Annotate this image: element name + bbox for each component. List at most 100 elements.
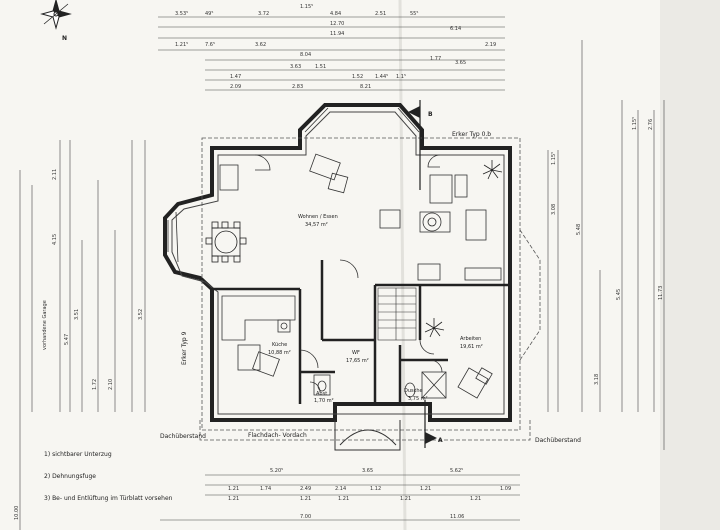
dining-table-icon — [205, 221, 247, 263]
section-marker-b: B — [408, 100, 433, 190]
dim-bottom-2-1: 1.21 — [228, 486, 239, 492]
dim-left-3: 5.47 — [64, 334, 70, 345]
dim-top-4-1: 8.04 — [300, 52, 311, 58]
dim-top-5-3: 1.51 — [315, 64, 326, 70]
dim-top-2-1: 12.70 — [330, 21, 344, 27]
dim-bottom-2-7: 1.09 — [500, 486, 511, 492]
room-wf-area: 17,65 m² — [346, 358, 369, 364]
room-kueche-name: Küche — [272, 342, 287, 348]
room-wf-name: WF — [352, 350, 360, 356]
section-marker-a: A — [424, 400, 443, 448]
dim-bottom-3-4: 1.21 — [400, 496, 411, 502]
plant-icon — [424, 160, 503, 338]
dim-bottom-2-6: 1.21 — [420, 486, 431, 492]
dim-top-1-6: 1.15⁵ — [300, 4, 313, 10]
dim-right-4: 1.15⁵ — [632, 117, 638, 130]
note-2: 2) Dehnungsfuge — [44, 473, 96, 480]
note-1: 1) sichtbarer Unterzug — [44, 451, 112, 458]
living-furniture — [219, 153, 502, 281]
top-dimension-text-row-3: 1.21⁵ 7.6⁵ 3.62 6.14 2.19 — [175, 26, 496, 48]
paper-edge — [660, 0, 720, 530]
dim-top-1-7: 55⁵ — [410, 11, 418, 17]
dim-left-8: 10.00 — [14, 506, 20, 520]
paper-fold — [398, 0, 407, 530]
dim-top-1-1: 3.53⁵ — [175, 11, 188, 17]
room-abst-area: 1,70 m² — [314, 398, 334, 404]
top-dimension-lines — [158, 16, 505, 91]
dim-top-3-5: 2.19 — [485, 42, 496, 48]
dim-top-1-5: 2.51 — [375, 11, 386, 17]
erker-b-label: Erker Typ 0.b — [452, 131, 491, 138]
compass-rose-icon — [40, 0, 72, 30]
dim-top-3-4: 6.14 — [450, 26, 461, 32]
dim-bottom-4-1: 7.00 — [300, 514, 311, 520]
bathroom-fixtures — [313, 371, 447, 399]
dim-top-5-6: 1.1⁵ — [396, 74, 406, 80]
top-dimension-text-row-4: 8.04 3.65 — [300, 52, 466, 66]
dim-top-5-4: 1.52 — [352, 74, 363, 80]
dim-left-4: 3.51 — [74, 309, 80, 320]
dim-top-5-2: 3.63 — [290, 64, 301, 70]
dim-bottom-1-1: 5.20⁵ — [270, 468, 283, 474]
section-b-label: B — [428, 111, 433, 118]
dim-top-5-5: 1.44⁵ — [375, 74, 388, 80]
office-desk — [457, 367, 493, 399]
dim-right-8: 11.73 — [658, 286, 664, 300]
room-wohnen-name: Wohnen / Essen — [298, 214, 338, 220]
dim-bottom-1-3: 5.62⁵ — [450, 468, 463, 474]
dim-left-6: 2.10 — [108, 379, 114, 390]
dim-right-7: 5.45 — [616, 289, 622, 300]
room-dusche-area: 3,75 m² — [408, 396, 428, 402]
bottom-dimension-lines — [160, 474, 520, 521]
section-a-label: A — [438, 437, 443, 444]
dim-left-7: 3.52 — [138, 309, 144, 320]
vordach-label: Flachdach- Vordach — [248, 432, 307, 439]
dim-left-2: 4.15 — [52, 234, 58, 245]
top-dimension-text-row-5: 1.47 3.63 1.51 1.52 1.44⁵ 1.1⁵ — [230, 64, 406, 80]
garage-label: vorhandene Garage — [42, 300, 48, 350]
room-kueche-area: 10,88 m² — [268, 350, 291, 356]
dim-bottom-2-2: 1.74 — [260, 486, 271, 492]
dim-top-6-4: 1.77 — [430, 56, 441, 62]
room-arbeiten-area: 19,61 m² — [460, 344, 483, 350]
dachueberstand-left-label: Dachüberstand — [160, 433, 206, 440]
dim-bottom-3-2: 1.21 — [300, 496, 311, 502]
dim-top-6-3: 8.21 — [360, 84, 371, 90]
dim-top-4-2: 3.65 — [455, 60, 466, 66]
dim-right-1: 1.15⁵ — [551, 152, 557, 165]
dim-top-6-1: 2.09 — [230, 84, 241, 90]
dim-left-1: 2.11 — [52, 169, 58, 180]
dim-right-3: 5.48 — [576, 224, 582, 235]
dim-bottom-1-2: 3.65 — [362, 468, 373, 474]
interior-walls — [212, 260, 510, 404]
top-dimension-text-row-6: 2.09 2.83 8.21 1.77 — [230, 56, 441, 90]
exterior-walls — [163, 103, 512, 422]
bay-windows — [167, 107, 420, 263]
north-label: N — [62, 35, 67, 42]
room-abst-name: Abst — [316, 391, 327, 397]
dim-top-6-2: 2.83 — [292, 84, 303, 90]
right-dimension-lines — [547, 40, 665, 450]
left-dimension-lines — [19, 140, 146, 530]
fireplace-icon — [427, 217, 437, 227]
room-wohnen-area: 34,57 m² — [305, 222, 328, 228]
top-dimension-text-row-2: 12.70 11.94 — [330, 21, 344, 37]
room-dusche-name: Dusche — [404, 388, 423, 394]
erker-9-label: Erker Typ 9 — [181, 331, 188, 365]
dim-top-1-2: 49⁵ — [205, 11, 213, 17]
terrace-outline — [199, 229, 541, 441]
dim-top-1-3: 3.72 — [258, 11, 269, 17]
dim-right-5: 2.76 — [648, 119, 654, 130]
dim-left-5: 1.72 — [92, 379, 98, 390]
dim-top-3-1: 1.21⁵ — [175, 42, 188, 48]
top-dimension-text-row-1: 3.53⁵ 49⁵ 3.72 4.84 2.51 1.15⁵ 55⁵ — [175, 4, 418, 17]
dim-bottom-3-5: 1.21 — [470, 496, 481, 502]
doors — [254, 154, 443, 393]
dim-top-3-3: 3.62 — [255, 42, 266, 48]
dim-top-5-1: 1.47 — [230, 74, 241, 80]
dim-right-2: 3.08 — [551, 204, 557, 215]
dim-bottom-3-3: 1.21 — [338, 496, 349, 502]
